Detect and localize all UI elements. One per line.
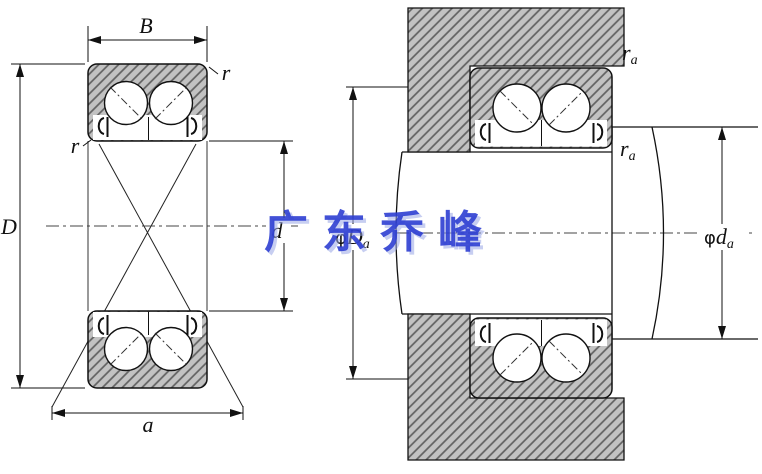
chamfer-labels: r r [71,60,231,158]
dimension-Da: φDa [330,86,408,380]
dim-label-Da: φDa [335,224,370,252]
bearing-section-top [87,63,208,142]
watermark: 广东乔峰 广东乔峰 [264,207,499,261]
dimension-a: a [51,406,244,437]
r-label-left: r [71,133,80,158]
fillet-labels: ra ra [620,40,638,164]
shaft-end-arc [395,151,403,315]
housing-bottom [407,313,625,461]
right-view-mounting-section: φDa φda ra ra [330,7,758,461]
bearing-section-bottom [87,310,208,389]
dimension-d: d [209,140,293,312]
dim-label-D: D [0,214,17,239]
mounted-bearing-bottom [469,317,613,399]
dim-label-da: φda [704,224,734,252]
dimension-da: φda [699,127,747,339]
ra-label-top: ra [622,40,638,68]
housing-top [407,7,625,153]
left-view-bearing-section: B D d a r r [0,13,298,437]
shoulder-end-arc [651,126,665,340]
dimension-B: B [87,13,208,62]
watermark-text: 广东乔峰 [264,207,496,258]
dimension-D: D [0,63,85,389]
dim-label-d: d [272,218,284,243]
ra-label-mid: ra [620,136,636,164]
contact-angle-lines [51,143,244,408]
mounted-bearing-top [469,67,613,149]
dim-label-a: a [143,412,154,437]
watermark-shadow-text: 广东乔峰 [267,210,499,261]
r-label-top: r [222,60,231,85]
dim-label-B: B [139,13,152,38]
